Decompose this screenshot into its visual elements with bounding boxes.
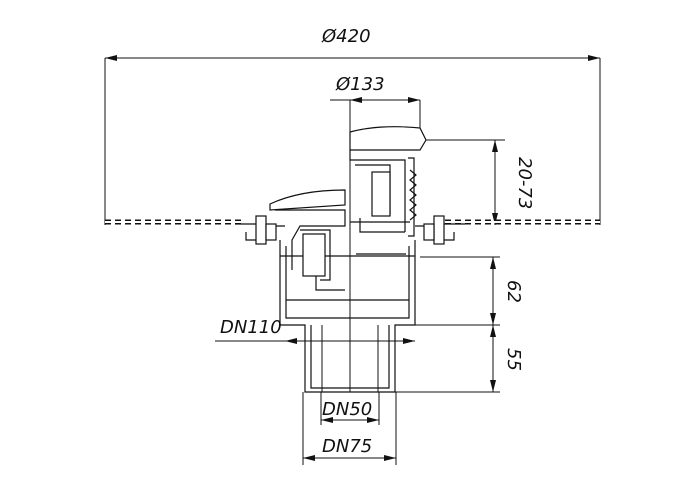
dim-body-height: 62 [420, 256, 524, 325]
label-inlet-diameter: Ø133 [335, 74, 385, 95]
label-overall-diameter: Ø420 [321, 26, 371, 47]
label-height-adjust: 20-73 [514, 157, 535, 209]
dim-overall-diameter: Ø420 [104, 26, 601, 225]
dim-height-adjust: 20-73 [425, 139, 535, 225]
label-body-height: 62 [503, 280, 524, 303]
dim-outlet-main: DN110 [215, 317, 415, 344]
label-spigot-height: 55 [503, 348, 524, 371]
label-outlet-main: DN110 [220, 317, 282, 338]
dim-outlet-inner: DN50 [320, 392, 380, 425]
drain-body [279, 230, 416, 393]
dim-spigot-height: 55 [390, 324, 524, 393]
upper-grating [349, 126, 427, 255]
flange-left [235, 215, 285, 245]
lower-grating [269, 189, 346, 291]
label-outlet-outer: DN75 [322, 436, 372, 457]
dim-outlet-outer: DN75 [302, 392, 397, 465]
label-outlet-inner: DN50 [322, 399, 372, 420]
flange-right [415, 215, 465, 245]
dim-inlet-diameter: Ø133 [330, 74, 421, 230]
